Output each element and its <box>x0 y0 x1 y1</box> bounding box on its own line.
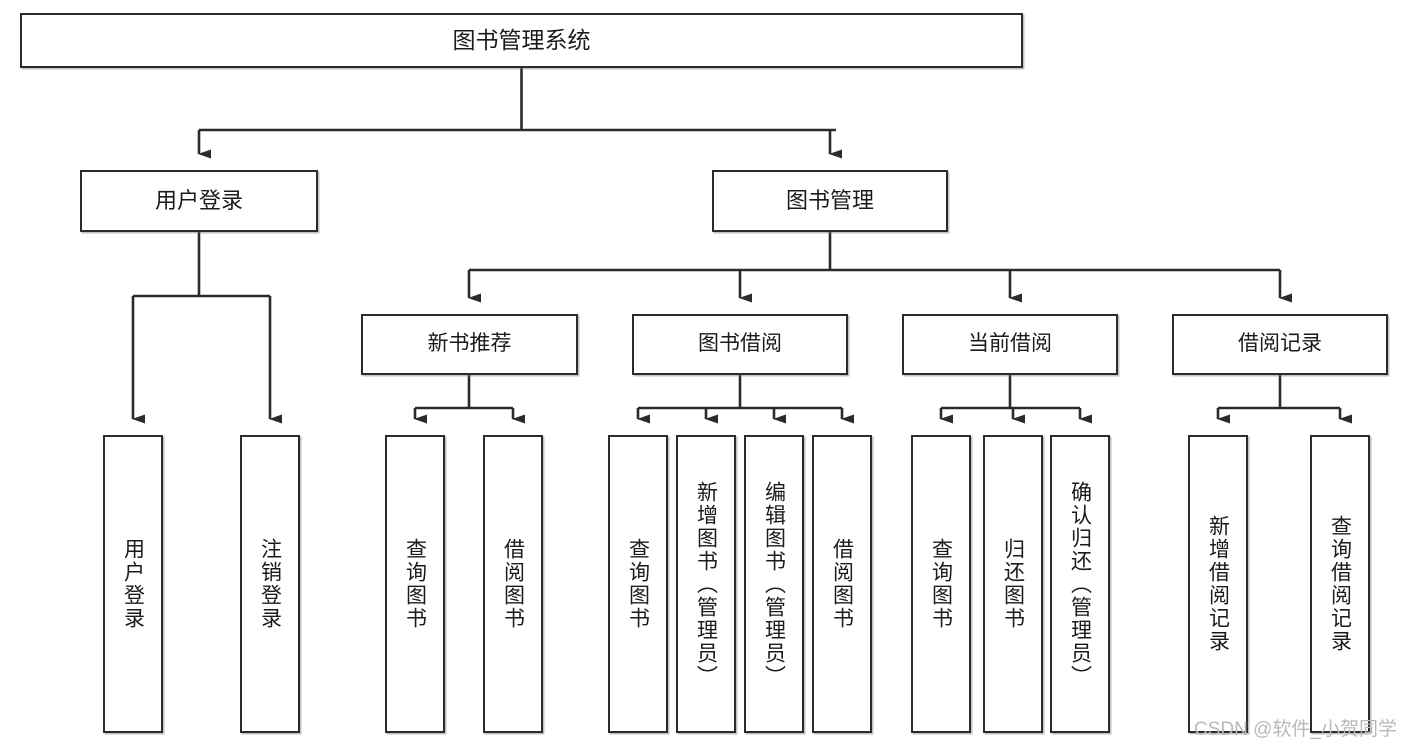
node-label: 确认归还（管理员） <box>1068 480 1092 688</box>
leaf-node[interactable]: 确认归还（管理员） <box>1050 435 1110 733</box>
node-label: 用户登录 <box>154 188 243 214</box>
leaf-node[interactable]: 查询借阅记录 <box>1310 435 1370 733</box>
node-label: 查询借阅记录 <box>1328 515 1352 653</box>
node-label: 查询图书 <box>626 538 650 630</box>
leaf-node[interactable]: 借阅图书 <box>483 435 543 733</box>
node-book-borrow[interactable]: 图书借阅 <box>632 314 848 375</box>
node-borrow-record[interactable]: 借阅记录 <box>1172 314 1388 375</box>
leaf-node[interactable]: 用户登录 <box>103 435 163 733</box>
node-book-management[interactable]: 图书管理 <box>712 170 948 232</box>
leaf-node[interactable]: 查询图书 <box>911 435 971 733</box>
node-label: 编辑图书（管理员） <box>762 480 786 688</box>
leaf-node[interactable]: 编辑图书（管理员） <box>744 435 804 733</box>
node-label: 新增借阅记录 <box>1206 515 1230 653</box>
leaf-node[interactable]: 注销登录 <box>240 435 300 733</box>
leaf-node[interactable]: 查询图书 <box>385 435 445 733</box>
leaf-node[interactable]: 归还图书 <box>983 435 1043 733</box>
watermark-text: CSDN @软件_小贺同学 <box>1194 719 1397 740</box>
node-label: 查询图书 <box>403 538 427 630</box>
leaf-node[interactable]: 借阅图书 <box>812 435 872 733</box>
node-label: 新书推荐 <box>427 332 512 356</box>
node-label: 图书管理系统 <box>452 27 591 54</box>
node-label: 用户登录 <box>121 538 145 630</box>
node-label: 图书管理 <box>785 188 874 214</box>
node-label: 借阅图书 <box>830 538 854 630</box>
node-label: 新增图书（管理员） <box>694 480 718 688</box>
node-current-borrow[interactable]: 当前借阅 <box>902 314 1118 375</box>
node-label: 图书借阅 <box>698 332 782 356</box>
leaf-node[interactable]: 新增图书（管理员） <box>676 435 736 733</box>
leaf-node[interactable]: 新增借阅记录 <box>1188 435 1248 733</box>
node-label: 借阅记录 <box>1238 332 1322 356</box>
node-label: 当前借阅 <box>968 332 1052 356</box>
node-user-login[interactable]: 用户登录 <box>80 170 318 232</box>
node-label: 注销登录 <box>258 538 282 630</box>
node-new-book-recommend[interactable]: 新书推荐 <box>361 314 578 375</box>
node-label: 归还图书 <box>1001 538 1025 630</box>
leaf-node[interactable]: 查询图书 <box>608 435 668 733</box>
node-label: 借阅图书 <box>501 538 525 630</box>
node-root-system[interactable]: 图书管理系统 <box>20 13 1023 68</box>
node-label: 查询图书 <box>929 538 953 630</box>
